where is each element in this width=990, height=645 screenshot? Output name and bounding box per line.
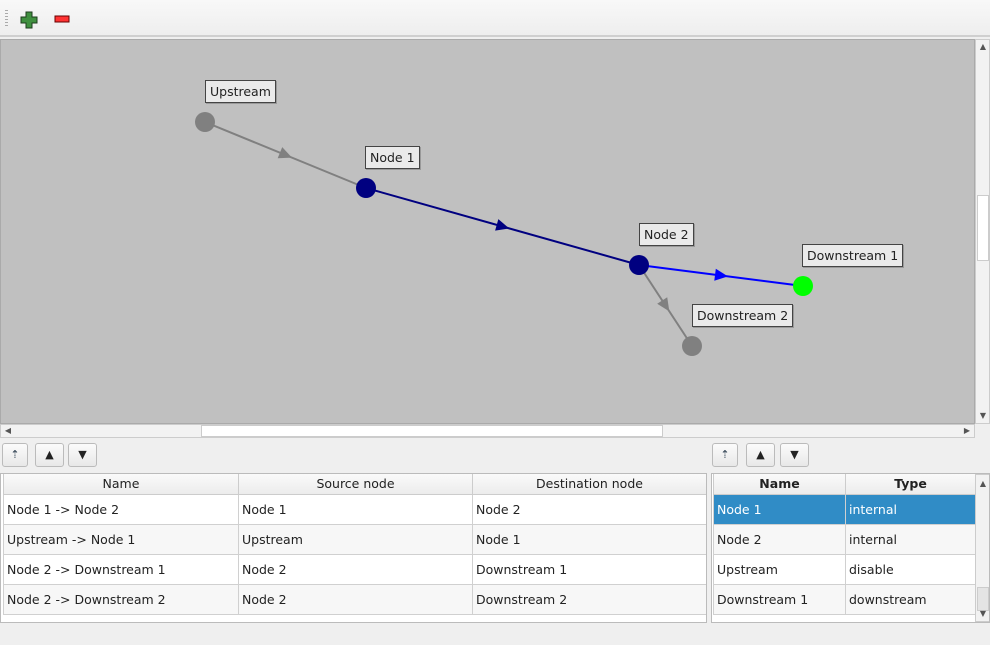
edges-sort-button[interactable]: ⇡ bbox=[2, 443, 28, 467]
table-cell[interactable]: Node 1 bbox=[472, 523, 706, 555]
node-label[interactable]: Node 1 bbox=[365, 146, 420, 169]
nodes-move-down-button[interactable]: ▼ bbox=[780, 443, 809, 467]
scroll-up-icon[interactable]: ▲ bbox=[979, 479, 987, 488]
scroll-down-icon[interactable]: ▼ bbox=[979, 609, 987, 618]
graph-node[interactable] bbox=[629, 255, 649, 275]
scroll-down-icon[interactable]: ▼ bbox=[979, 411, 987, 420]
edge-arrow-icon bbox=[657, 297, 670, 312]
node-label[interactable]: Upstream bbox=[205, 80, 276, 103]
nodes-move-up-button[interactable]: ▲ bbox=[746, 443, 775, 467]
table-cell[interactable]: Downstream 1 bbox=[472, 553, 706, 585]
table-cell[interactable]: Node 2 bbox=[238, 583, 473, 615]
scroll-left-icon[interactable]: ◀ bbox=[4, 426, 12, 435]
table-cell[interactable]: downstream bbox=[845, 583, 976, 615]
table-cell[interactable]: Node 1 -> Node 2 bbox=[3, 493, 239, 525]
graph-node[interactable] bbox=[682, 336, 702, 356]
red-minus-icon bbox=[54, 15, 70, 23]
remove-node-button[interactable] bbox=[52, 8, 74, 30]
graph-node[interactable] bbox=[356, 178, 376, 198]
sort-icon: ⇡ bbox=[10, 448, 20, 461]
up-arrow-icon: ▲ bbox=[756, 448, 765, 461]
table-cell[interactable]: Upstream -> Node 1 bbox=[3, 523, 239, 555]
edge-arrow-icon bbox=[495, 219, 510, 231]
column-header[interactable]: Name bbox=[713, 474, 846, 495]
edge-arrow-icon bbox=[277, 147, 292, 159]
green-plus-icon bbox=[20, 11, 38, 29]
table-cell[interactable]: Node 1 bbox=[238, 493, 473, 525]
edges-move-down-button[interactable]: ▼ bbox=[68, 443, 97, 467]
horizontal-scroll-thumb[interactable] bbox=[201, 425, 663, 437]
nodes-sort-button[interactable]: ⇡ bbox=[712, 443, 738, 467]
scroll-up-icon[interactable]: ▲ bbox=[979, 42, 987, 51]
column-header[interactable]: Name bbox=[3, 474, 239, 495]
table-cell[interactable]: Upstream bbox=[238, 523, 473, 555]
graph-node[interactable] bbox=[793, 276, 813, 296]
edges-move-up-button[interactable]: ▲ bbox=[35, 443, 64, 467]
down-arrow-icon: ▼ bbox=[790, 448, 799, 461]
node-label[interactable]: Node 2 bbox=[639, 223, 694, 246]
up-arrow-icon: ▲ bbox=[45, 448, 54, 461]
table-cell[interactable]: Node 2 -> Downstream 1 bbox=[3, 553, 239, 585]
edge-arrow-icon bbox=[714, 268, 728, 281]
table-cell[interactable]: internal bbox=[845, 493, 976, 525]
column-header[interactable]: Type bbox=[845, 474, 976, 495]
sort-icon: ⇡ bbox=[720, 448, 730, 461]
table-cell[interactable]: Downstream 1 bbox=[713, 583, 846, 615]
vertical-scroll-thumb[interactable] bbox=[977, 195, 989, 261]
toolbar-grip[interactable] bbox=[5, 10, 8, 26]
vertical-scrollbar[interactable]: ▲ ▼ bbox=[975, 39, 990, 424]
add-node-button[interactable] bbox=[18, 8, 40, 30]
table-cell[interactable]: Node 2 bbox=[713, 523, 846, 555]
table-cell[interactable]: disable bbox=[845, 553, 976, 585]
nodes-table-scrollbar[interactable]: ▲ ▼ bbox=[975, 474, 989, 622]
horizontal-scrollbar[interactable]: ◀ ▶ bbox=[0, 424, 975, 438]
table-cell[interactable]: internal bbox=[845, 523, 976, 555]
table-cell[interactable]: Node 2 -> Downstream 2 bbox=[3, 583, 239, 615]
column-header[interactable]: Destination node bbox=[472, 474, 706, 495]
scroll-right-icon[interactable]: ▶ bbox=[963, 426, 971, 435]
node-label[interactable]: Downstream 1 bbox=[802, 244, 904, 267]
graph-node[interactable] bbox=[195, 112, 215, 132]
down-arrow-icon: ▼ bbox=[78, 448, 87, 461]
graph-svg bbox=[195, 112, 813, 356]
table-cell[interactable]: Node 2 bbox=[238, 553, 473, 585]
table-cell[interactable]: Node 1 bbox=[713, 493, 846, 525]
column-header[interactable]: Source node bbox=[238, 474, 473, 495]
toolbar bbox=[0, 0, 990, 37]
node-label[interactable]: Downstream 2 bbox=[692, 304, 794, 327]
table-cell[interactable]: Node 2 bbox=[472, 493, 706, 525]
nodes-scroll-thumb[interactable] bbox=[977, 587, 989, 611]
table-cell[interactable]: Upstream bbox=[713, 553, 846, 585]
table-cell[interactable]: Downstream 2 bbox=[472, 583, 706, 615]
